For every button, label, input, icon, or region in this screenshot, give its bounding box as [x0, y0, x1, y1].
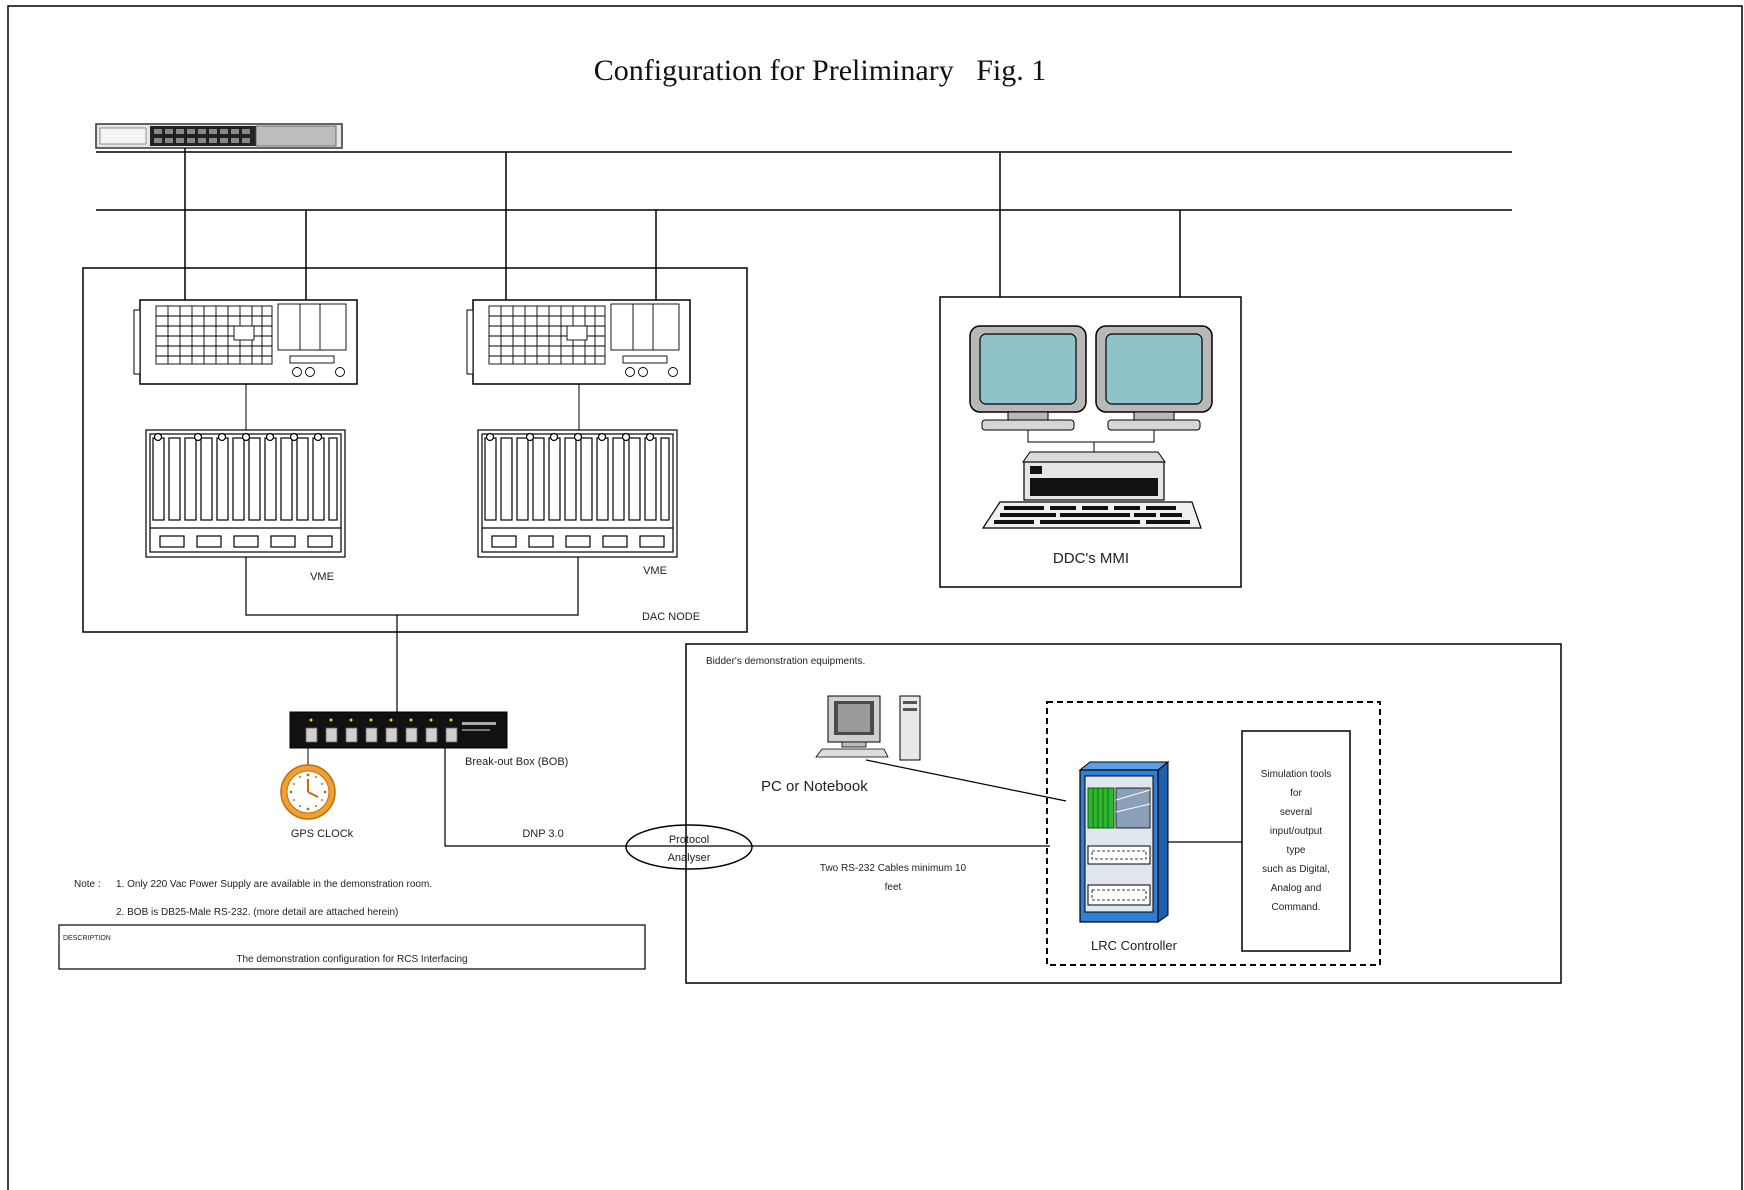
ddc-mmi-label: DDC's MMI — [1053, 550, 1129, 567]
network-switch-icon — [95, 123, 343, 149]
vme-label-left: VME — [310, 571, 334, 583]
monitor-right-icon — [1095, 325, 1213, 431]
bidder-demo-box — [685, 643, 1562, 984]
sim-line-5: type — [1287, 845, 1306, 856]
cables-label-2: feet — [885, 882, 902, 893]
sim-line-6: such as Digital, — [1262, 864, 1330, 875]
sim-line-2: for — [1290, 788, 1302, 799]
dac-workstation-right — [466, 299, 691, 385]
description-text: The demonstration configuration for RCS … — [236, 954, 467, 965]
bob-label: Break-out Box (BOB) — [465, 756, 568, 768]
bidder-label: Bidder's demonstration equipments. — [706, 656, 865, 667]
simulation-tools-text: Simulation tools for several input/outpu… — [1261, 769, 1332, 913]
protocol-analyser-ellipse — [625, 824, 753, 870]
lrc-rack-icon — [1078, 760, 1170, 923]
protocol-analyser-label-2: Analyser — [668, 852, 711, 864]
vme-label-right: VME — [643, 565, 667, 577]
gps-clock-icon — [280, 764, 336, 820]
pc-label: PC or Notebook — [761, 778, 868, 795]
pc-icon — [815, 695, 921, 761]
diagram-title: Configuration for Preliminary Fig. 1 — [594, 54, 1046, 87]
note-2: 2. BOB is DB25-Male RS-232. (more detail… — [116, 907, 398, 918]
sim-line-3: several — [1280, 807, 1312, 818]
simulation-tools-box — [1241, 730, 1351, 952]
sim-line-4: input/output — [1270, 826, 1322, 837]
sim-line-8: Command. — [1272, 902, 1321, 913]
lrc-controller-label: LRC Controller — [1091, 938, 1178, 953]
description-header: DESCRIPTION — [63, 935, 111, 942]
vme-chassis-left — [145, 429, 346, 558]
dac-node-label: DAC NODE — [642, 611, 700, 623]
workstation-tower-icon — [1022, 451, 1166, 501]
page-border — [7, 5, 1743, 1190]
monitor-cables — [1027, 430, 1155, 452]
cables-label-1: Two RS-232 Cables minimum 10 — [820, 863, 967, 874]
vme-chassis-right — [477, 429, 678, 558]
sim-line-1: Simulation tools — [1261, 769, 1332, 780]
keyboard-icon — [981, 501, 1202, 529]
lrc-dashed-box — [1046, 701, 1381, 966]
link-vme-to-bob — [245, 557, 579, 712]
dac-node-box — [82, 267, 748, 633]
description-box — [58, 924, 646, 970]
note-1: 1. Only 220 Vac Power Supply are availab… — [116, 879, 432, 890]
ddc-mmi-box — [939, 296, 1242, 588]
link-pc-to-lrc — [865, 759, 1067, 802]
note-prefix: Note : — [74, 879, 101, 890]
dnp-label: DNP 3.0 — [522, 828, 563, 840]
sim-line-7: Analog and — [1271, 883, 1322, 894]
dac-workstation-left — [133, 299, 358, 385]
monitor-left-icon — [969, 325, 1087, 431]
network-bus-lines — [96, 148, 1512, 330]
link-bob-dnp — [444, 748, 1050, 847]
break-out-box-icon — [289, 711, 508, 749]
protocol-analyser-label-1: Protocol — [669, 834, 709, 846]
gps-clock-label: GPS CLOCk — [291, 828, 354, 840]
